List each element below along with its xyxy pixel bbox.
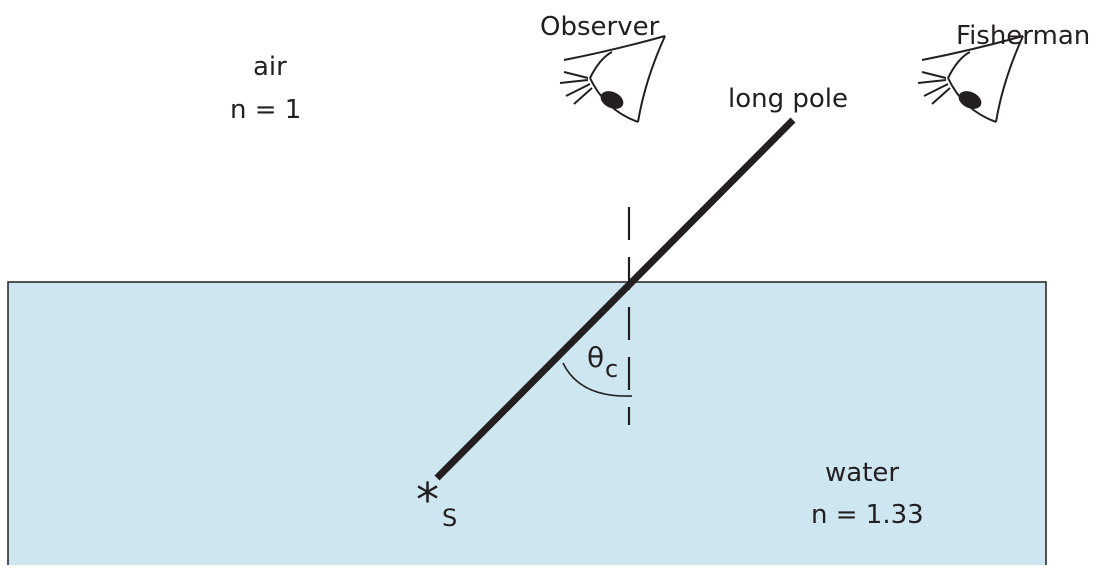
air-index-label: n = 1 [230,95,301,125]
long-pole-label: long pole [728,84,848,114]
fisherman-label: Fisherman [956,21,1090,51]
observer-label: Observer [540,12,660,42]
water-region [7,281,1047,570]
air-label: air [253,52,287,82]
observer-eye-icon [559,35,666,123]
angle-subscript-label: c [605,355,618,383]
fisherman-eye-icon [917,35,1024,123]
angle-arc [562,362,633,397]
angle-theta-label: θ [587,341,604,374]
source-star-icon: * [416,473,439,527]
source-label: S [442,504,457,532]
long-pole [434,117,796,481]
water-label: water [825,458,899,488]
water-index-label: n = 1.33 [811,500,924,530]
